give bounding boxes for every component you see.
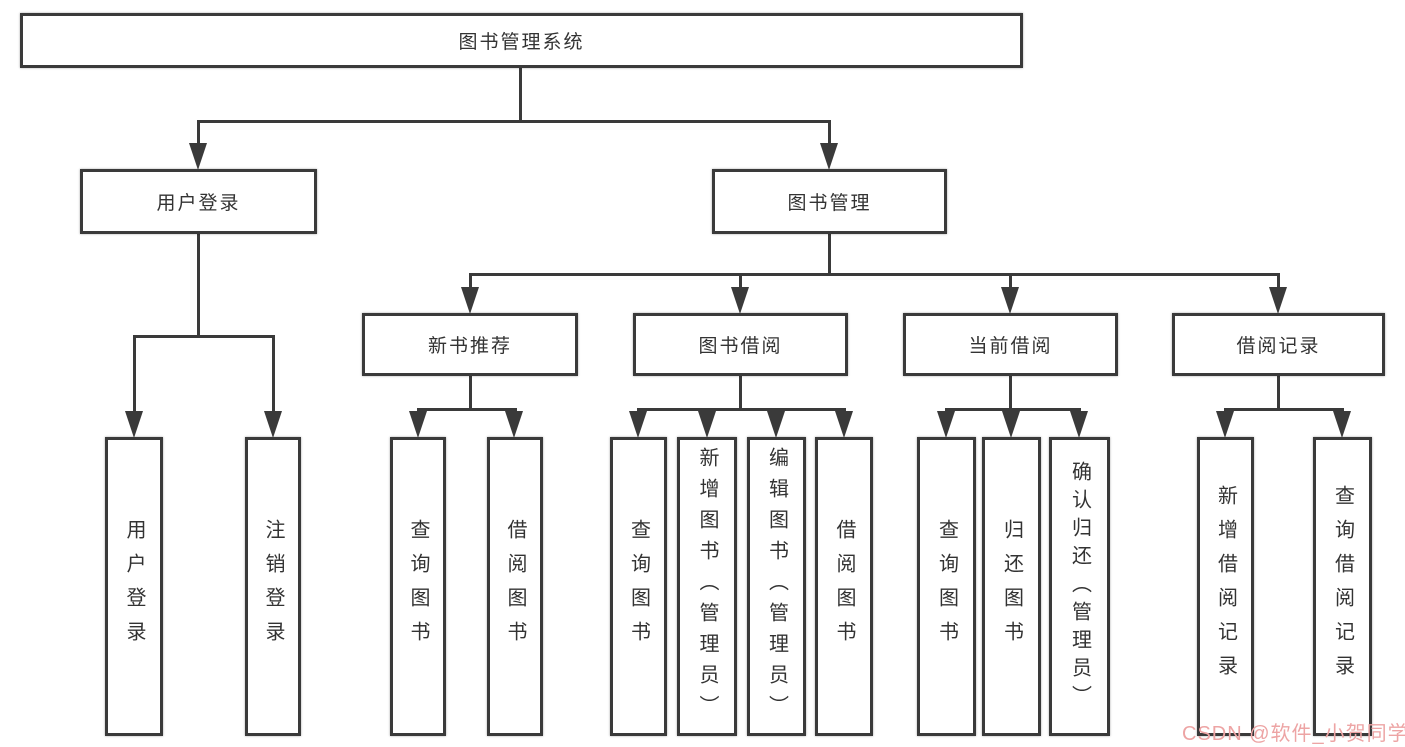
arrow-down-icon (1002, 411, 1020, 438)
connector-line (1277, 273, 1280, 291)
leaf-current-query-books: 查询图书 (917, 437, 976, 736)
connector-line (197, 120, 831, 123)
connector-line (133, 335, 275, 338)
leaf-new-borrow-books: 借阅图书 (487, 437, 543, 736)
node-borrowing-records-label: 借阅记录 (1236, 336, 1321, 357)
arrow-down-icon (1216, 411, 1234, 438)
arrow-down-icon (835, 411, 853, 438)
arrow-down-icon (937, 411, 955, 438)
connector-line (739, 273, 742, 291)
connector-line (1009, 273, 1012, 291)
arrow-down-icon (698, 411, 716, 438)
arrow-down-icon (731, 287, 749, 314)
connector-line (637, 408, 846, 411)
leaf-current-confirm-return: 确认归还（管理员） (1049, 437, 1110, 736)
connector-line (828, 234, 831, 276)
leaf-records-add-record: 新增借阅记录 (1197, 437, 1254, 736)
connector-line (519, 68, 522, 123)
node-book-management-label: 图书管理 (787, 193, 872, 214)
connector-line (417, 408, 517, 411)
leaf-borrow-query-books: 查询图书 (610, 437, 667, 736)
leaf-current-return-books: 归还图书 (982, 437, 1041, 736)
arrow-down-icon (505, 411, 523, 438)
leaf-logout-label: 注销登录 (262, 518, 284, 655)
node-user-login-label: 用户登录 (156, 193, 241, 214)
leaf-records-query-record-label: 查询借阅记录 (1331, 484, 1354, 689)
connector-line (1224, 408, 1344, 411)
node-current-borrowing-label: 当前借阅 (968, 336, 1053, 357)
connector-line (272, 335, 275, 415)
connector-line (945, 408, 1081, 411)
arrow-down-icon (461, 287, 479, 314)
arrow-down-icon (1070, 411, 1088, 438)
connector-line (1277, 376, 1280, 411)
node-book-management: 图书管理 (712, 169, 947, 234)
leaf-logout: 注销登录 (245, 437, 301, 736)
node-book-borrowing: 图书借阅 (633, 313, 848, 376)
leaf-borrow-add-books: 新增图书（管理员） (677, 437, 737, 736)
arrow-down-icon (125, 411, 143, 438)
connector-line (133, 335, 136, 415)
connector-line (197, 120, 200, 150)
arrow-down-icon (1001, 287, 1019, 314)
connector-line (828, 120, 831, 150)
arrow-down-icon (767, 411, 785, 438)
node-borrowing-records: 借阅记录 (1172, 313, 1385, 376)
leaf-records-query-record: 查询借阅记录 (1313, 437, 1372, 736)
leaf-records-add-record-label: 新增借阅记录 (1214, 484, 1237, 689)
node-current-borrowing: 当前借阅 (903, 313, 1118, 376)
connector-line (197, 234, 200, 338)
leaf-user-login: 用户登录 (105, 437, 163, 736)
csdn-watermark: CSDN @软件_小贺同学 (1182, 723, 1405, 745)
leaf-borrow-edit-books: 编辑图书（管理员） (747, 437, 806, 736)
leaf-current-return-books-label: 归还图书 (1000, 518, 1023, 655)
leaf-borrow-edit-books-label: 编辑图书（管理员） (765, 447, 788, 726)
leaf-borrow-query-books-label: 查询图书 (627, 518, 650, 655)
node-user-login: 用户登录 (80, 169, 317, 234)
node-new-book-recommend: 新书推荐 (362, 313, 578, 376)
connector-line (739, 376, 742, 411)
arrow-down-icon (189, 143, 207, 170)
leaf-new-query-books-label: 查询图书 (407, 518, 429, 655)
connector-line (1009, 376, 1012, 411)
arrow-down-icon (264, 411, 282, 438)
arrow-down-icon (1269, 287, 1287, 314)
leaf-current-confirm-return-label: 确认归还（管理员） (1068, 460, 1091, 713)
connector-line (469, 273, 1280, 276)
connector-line (469, 273, 472, 291)
leaf-user-login-label: 用户登录 (123, 518, 145, 655)
leaf-current-query-books-label: 查询图书 (935, 518, 958, 655)
node-library-system: 图书管理系统 (20, 13, 1023, 68)
arrow-down-icon (409, 411, 427, 438)
leaf-borrow-add-books-label: 新增图书（管理员） (696, 447, 718, 726)
node-book-borrowing-label: 图书借阅 (698, 336, 783, 357)
leaf-borrow-borrow-books-label: 借阅图书 (833, 518, 855, 655)
leaf-new-query-books: 查询图书 (390, 437, 446, 736)
leaf-borrow-borrow-books: 借阅图书 (815, 437, 873, 736)
connector-line (469, 376, 472, 411)
arrow-down-icon (820, 143, 838, 170)
leaf-new-borrow-books-label: 借阅图书 (504, 518, 526, 655)
node-new-book-recommend-label: 新书推荐 (427, 336, 512, 357)
arrow-down-icon (629, 411, 647, 438)
arrow-down-icon (1333, 411, 1351, 438)
node-library-system-label: 图书管理系统 (458, 32, 585, 53)
